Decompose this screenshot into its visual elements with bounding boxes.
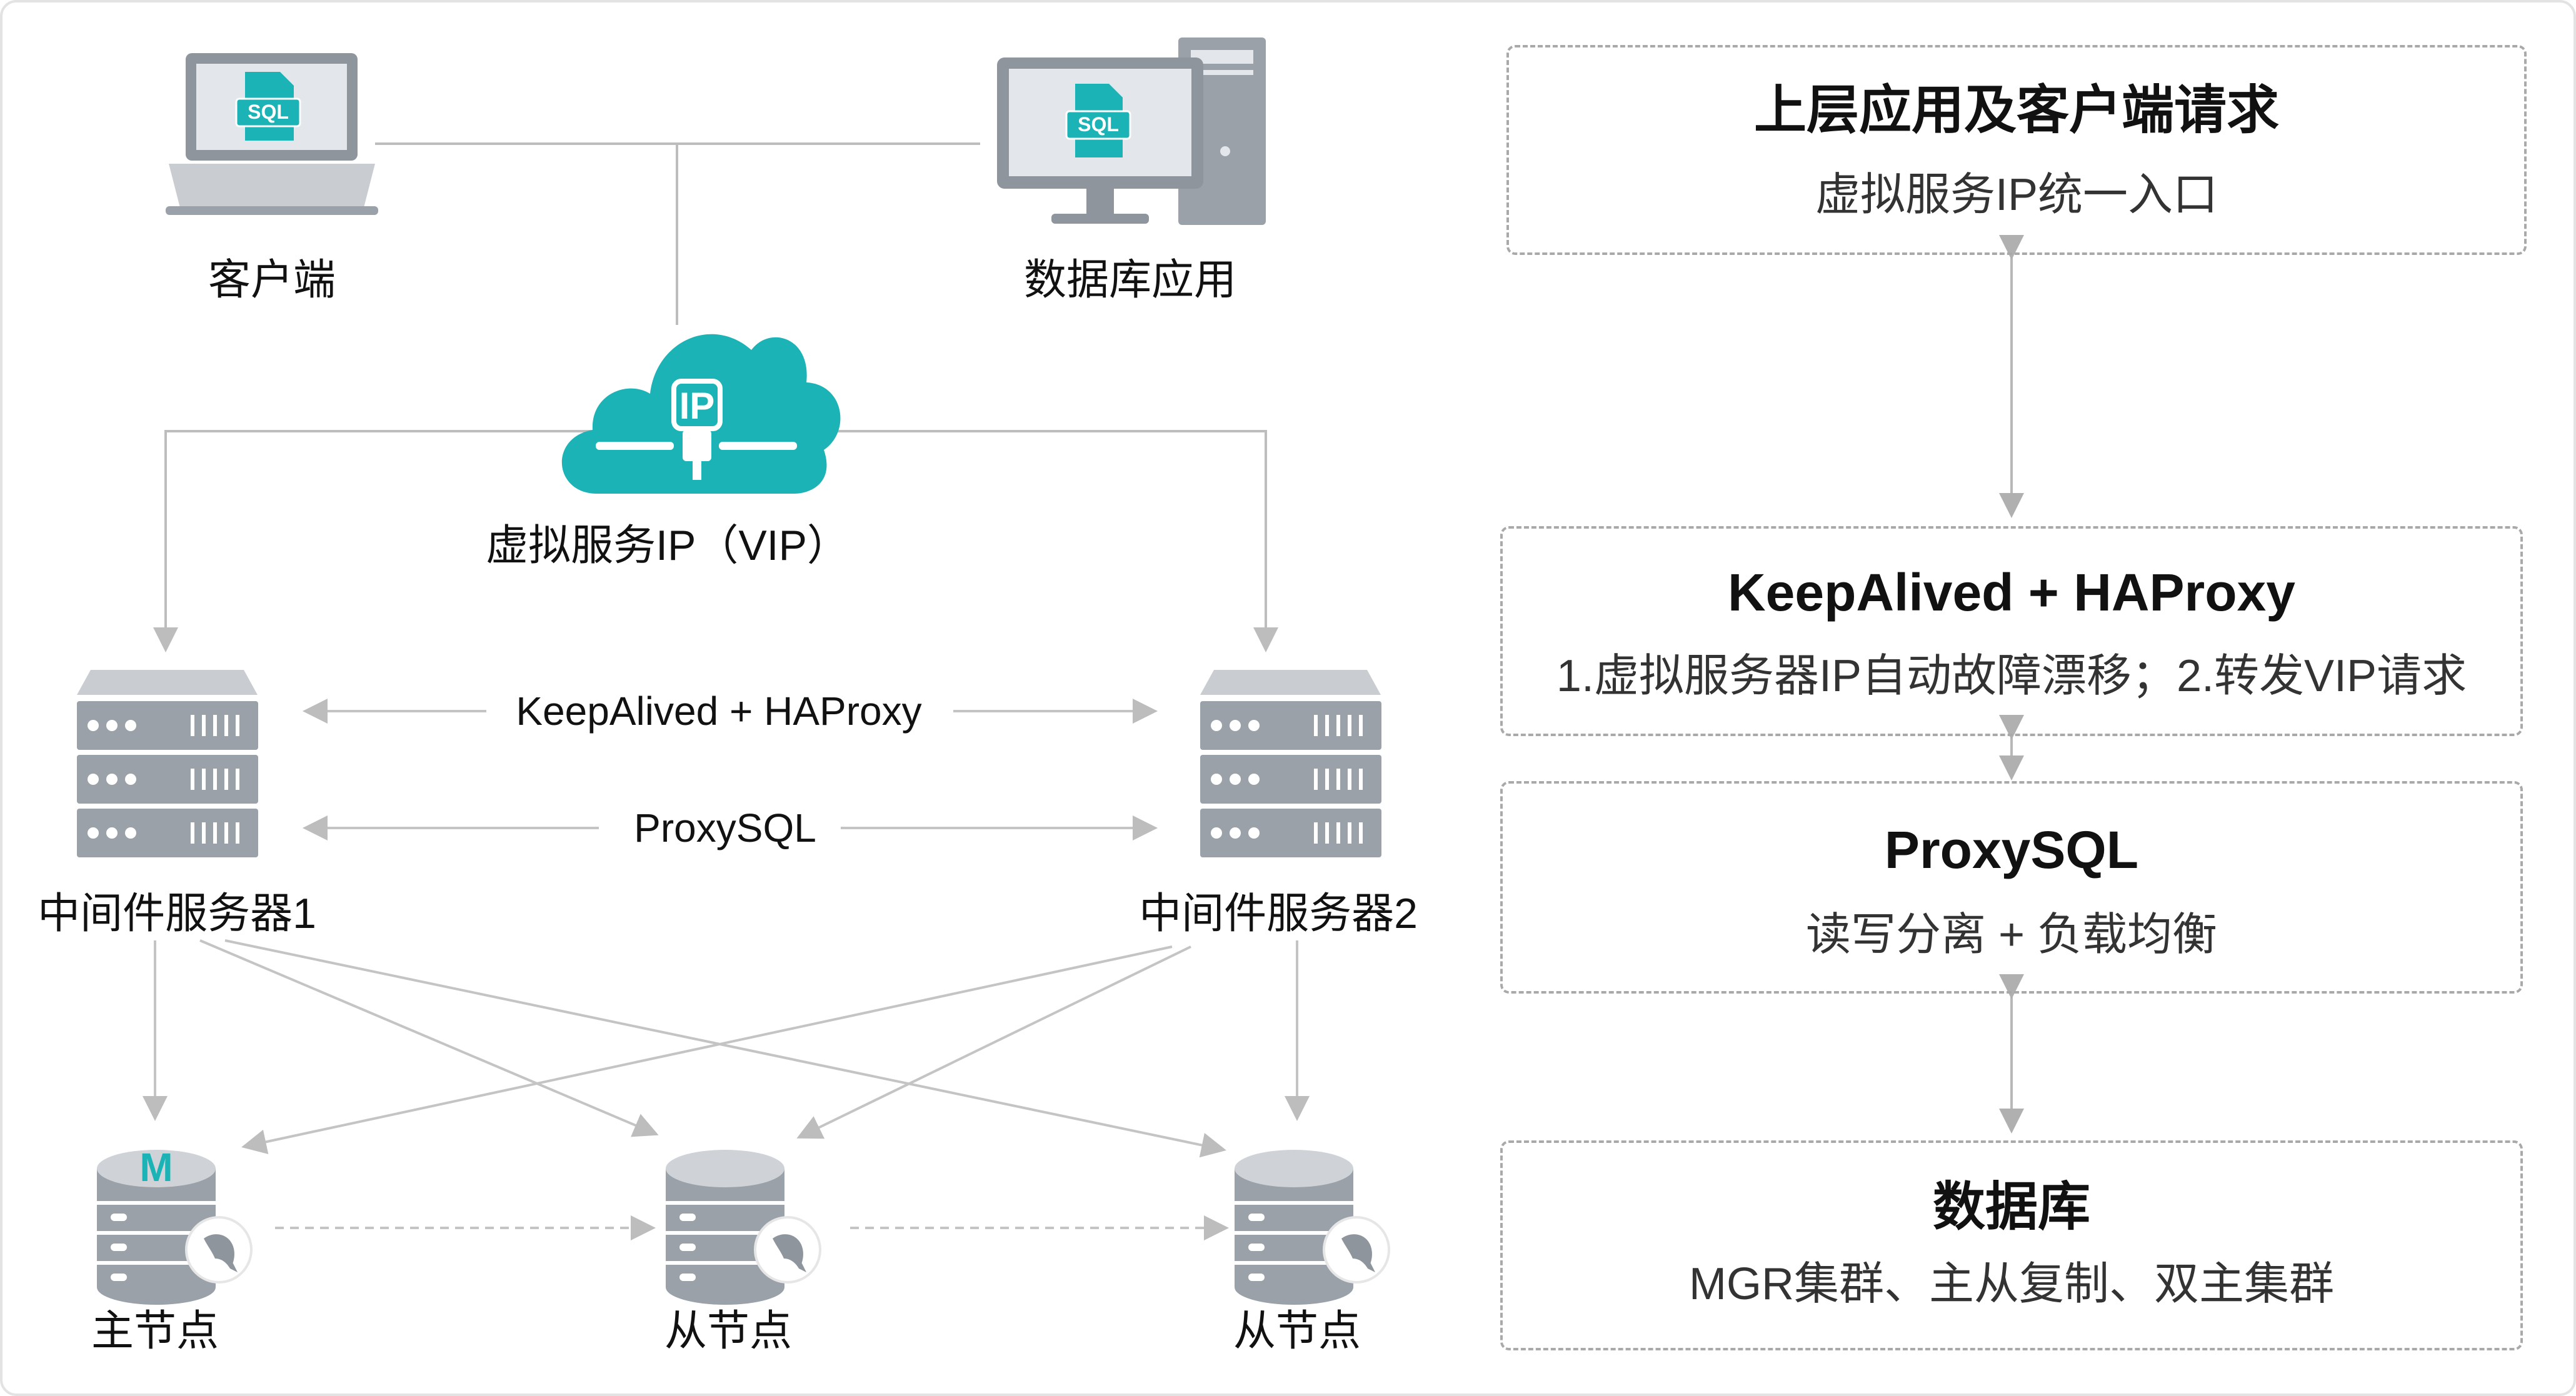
middleware-server-2-label: 中间件服务器2 — [1139, 890, 1418, 937]
panel-subtitle: 1.虚拟服务器IP自动故障漂移；2.转发VIP请求 — [1556, 651, 2467, 701]
db-app-screen-text: SQL — [1078, 113, 1119, 136]
middleware-server-1-icon — [77, 670, 258, 857]
master-node-label: 主节点 — [91, 1307, 219, 1355]
top-connector-lines — [153, 142, 1278, 652]
vip-label: 虚拟服务IP（VIP） — [486, 522, 849, 569]
panel-title: ProxySQL — [1884, 820, 2139, 879]
client-laptop-icon: SQL — [166, 53, 378, 215]
slave-node-1-label: 从节点 — [664, 1307, 793, 1355]
database-app-desktop-icon: SQL — [997, 37, 1266, 225]
panel-subtitle: 虚拟服务IP统一入口 — [1815, 170, 2218, 220]
panel-subtitle: MGR集群、主从复制、双主集群 — [1689, 1259, 2334, 1309]
master-db-icon: M — [97, 1145, 253, 1305]
panel-title: 上层应用及客户端请求 — [1753, 81, 2279, 139]
panel-database: 数据库 MGR集群、主从复制、双主集群 — [1500, 1140, 2523, 1350]
panel-proxysql: ProxySQL 读写分离 + 负载均衡 — [1500, 781, 2523, 994]
panel-keepalived-haproxy: KeepAlived + HAProxy 1.虚拟服务器IP自动故障漂移；2.转… — [1500, 526, 2523, 736]
db-app-label: 数据库应用 — [1023, 256, 1237, 304]
middleware-server-2-icon — [1200, 670, 1381, 857]
panel-subtitle: 读写分离 + 负载均衡 — [1805, 910, 2218, 960]
master-badge-text: M — [139, 1145, 173, 1190]
client-label: 客户端 — [208, 256, 336, 304]
panel-title: 数据库 — [1932, 1177, 2090, 1236]
vip-cloud-icon: IP — [561, 334, 841, 494]
sql-file-icon: SQL — [1065, 84, 1131, 157]
panel-client-request: 上层应用及客户端请求 虚拟服务IP统一入口 — [1506, 45, 2527, 255]
server-link-arrows — [303, 699, 1158, 840]
vip-icon-text: IP — [679, 385, 715, 427]
panel-title: KeepAlived + HAProxy — [1727, 563, 2295, 622]
proxysql-link-label: ProxySQL — [634, 805, 816, 850]
slave-node-2-label: 从节点 — [1233, 1307, 1361, 1355]
keepalived-link-label: KeepAlived + HAProxy — [516, 689, 922, 734]
sql-file-icon: SQL — [235, 72, 301, 141]
middleware-server-1-label: 中间件服务器1 — [38, 890, 316, 937]
server-db-mesh-lines — [143, 939, 1310, 1158]
client-screen-text: SQL — [248, 101, 289, 123]
